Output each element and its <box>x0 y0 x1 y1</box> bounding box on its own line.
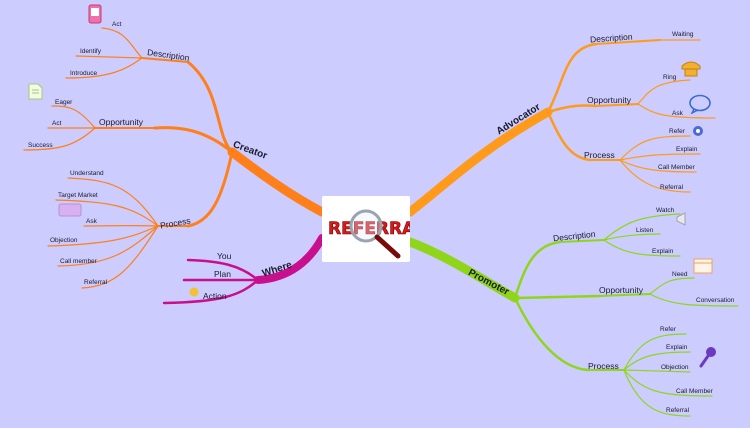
megaphone-icon <box>676 212 686 226</box>
promoter-opportunity: Opportunity <box>599 285 643 295</box>
creator-desc-item: Act <box>112 21 122 28</box>
advocator-proc-item: Explain <box>676 146 698 153</box>
promoter-proc-item: Objection <box>661 364 689 371</box>
microphone-icon <box>699 347 716 368</box>
where-branches <box>162 234 326 305</box>
advocator-opp-item: Ring <box>663 74 677 81</box>
advocator-opp-item: Ask <box>672 110 683 117</box>
advocator-branches <box>405 39 716 217</box>
dollar-icon <box>189 287 199 297</box>
creator-desc-item: Identify <box>80 48 101 55</box>
calendar-icon <box>693 258 713 274</box>
advocator-proc-item: Refer <box>669 128 685 135</box>
promoter-desc-item: Listen <box>636 227 654 234</box>
advocator-process: Process <box>584 150 615 160</box>
creator-proc-item: Ask <box>86 218 97 225</box>
promoter-opp-item: Need <box>672 271 688 278</box>
promoter-opp-item: Conversation <box>696 297 735 304</box>
creator-proc-item: Target Market <box>58 192 98 199</box>
magnifying-glass-icon: REFERRAL <box>328 209 427 259</box>
speech-bubble-icon <box>689 94 711 114</box>
creator-branches <box>23 27 327 289</box>
phone-icon <box>88 4 102 24</box>
creator-proc-item: Call member <box>60 258 97 265</box>
creator-opp-item: Act <box>52 120 62 127</box>
advocator-proc-item: Call Member <box>658 164 695 171</box>
promoter-branches <box>405 213 739 417</box>
telephone-icon <box>681 61 701 77</box>
where-item: You <box>217 251 232 261</box>
promoter-desc-item: Watch <box>656 207 675 214</box>
creator-opp-item: Success <box>28 142 53 149</box>
creator-opp-item: Eager <box>55 99 73 106</box>
creator-opportunity: Opportunity <box>99 117 143 127</box>
advocator-proc-item: Referral <box>660 184 684 191</box>
badge-icon <box>693 126 703 136</box>
advocator-opportunity: Opportunity <box>587 95 631 105</box>
promoter-desc-item: Explain <box>652 248 674 255</box>
where-item: Plan <box>214 269 232 279</box>
document-icon <box>28 83 43 100</box>
advocator-desc-item: Waiting <box>672 31 694 38</box>
promoter-proc-item: Explain <box>666 344 688 351</box>
center-node: REFERRAL <box>322 196 427 262</box>
creator-proc-item: Understand <box>70 170 104 177</box>
creator-proc-item: Objection <box>50 237 78 244</box>
promoter-proc-item: Refer <box>660 326 676 333</box>
note-icon <box>58 203 82 217</box>
promoter-process: Process <box>588 361 619 371</box>
where-item: Action <box>203 291 227 301</box>
creator-desc-item: Introduce <box>70 70 98 77</box>
promoter-proc-item: Referral <box>666 407 690 414</box>
promoter-proc-item: Call Member <box>676 388 713 395</box>
creator-proc-item: Referral <box>84 279 108 286</box>
